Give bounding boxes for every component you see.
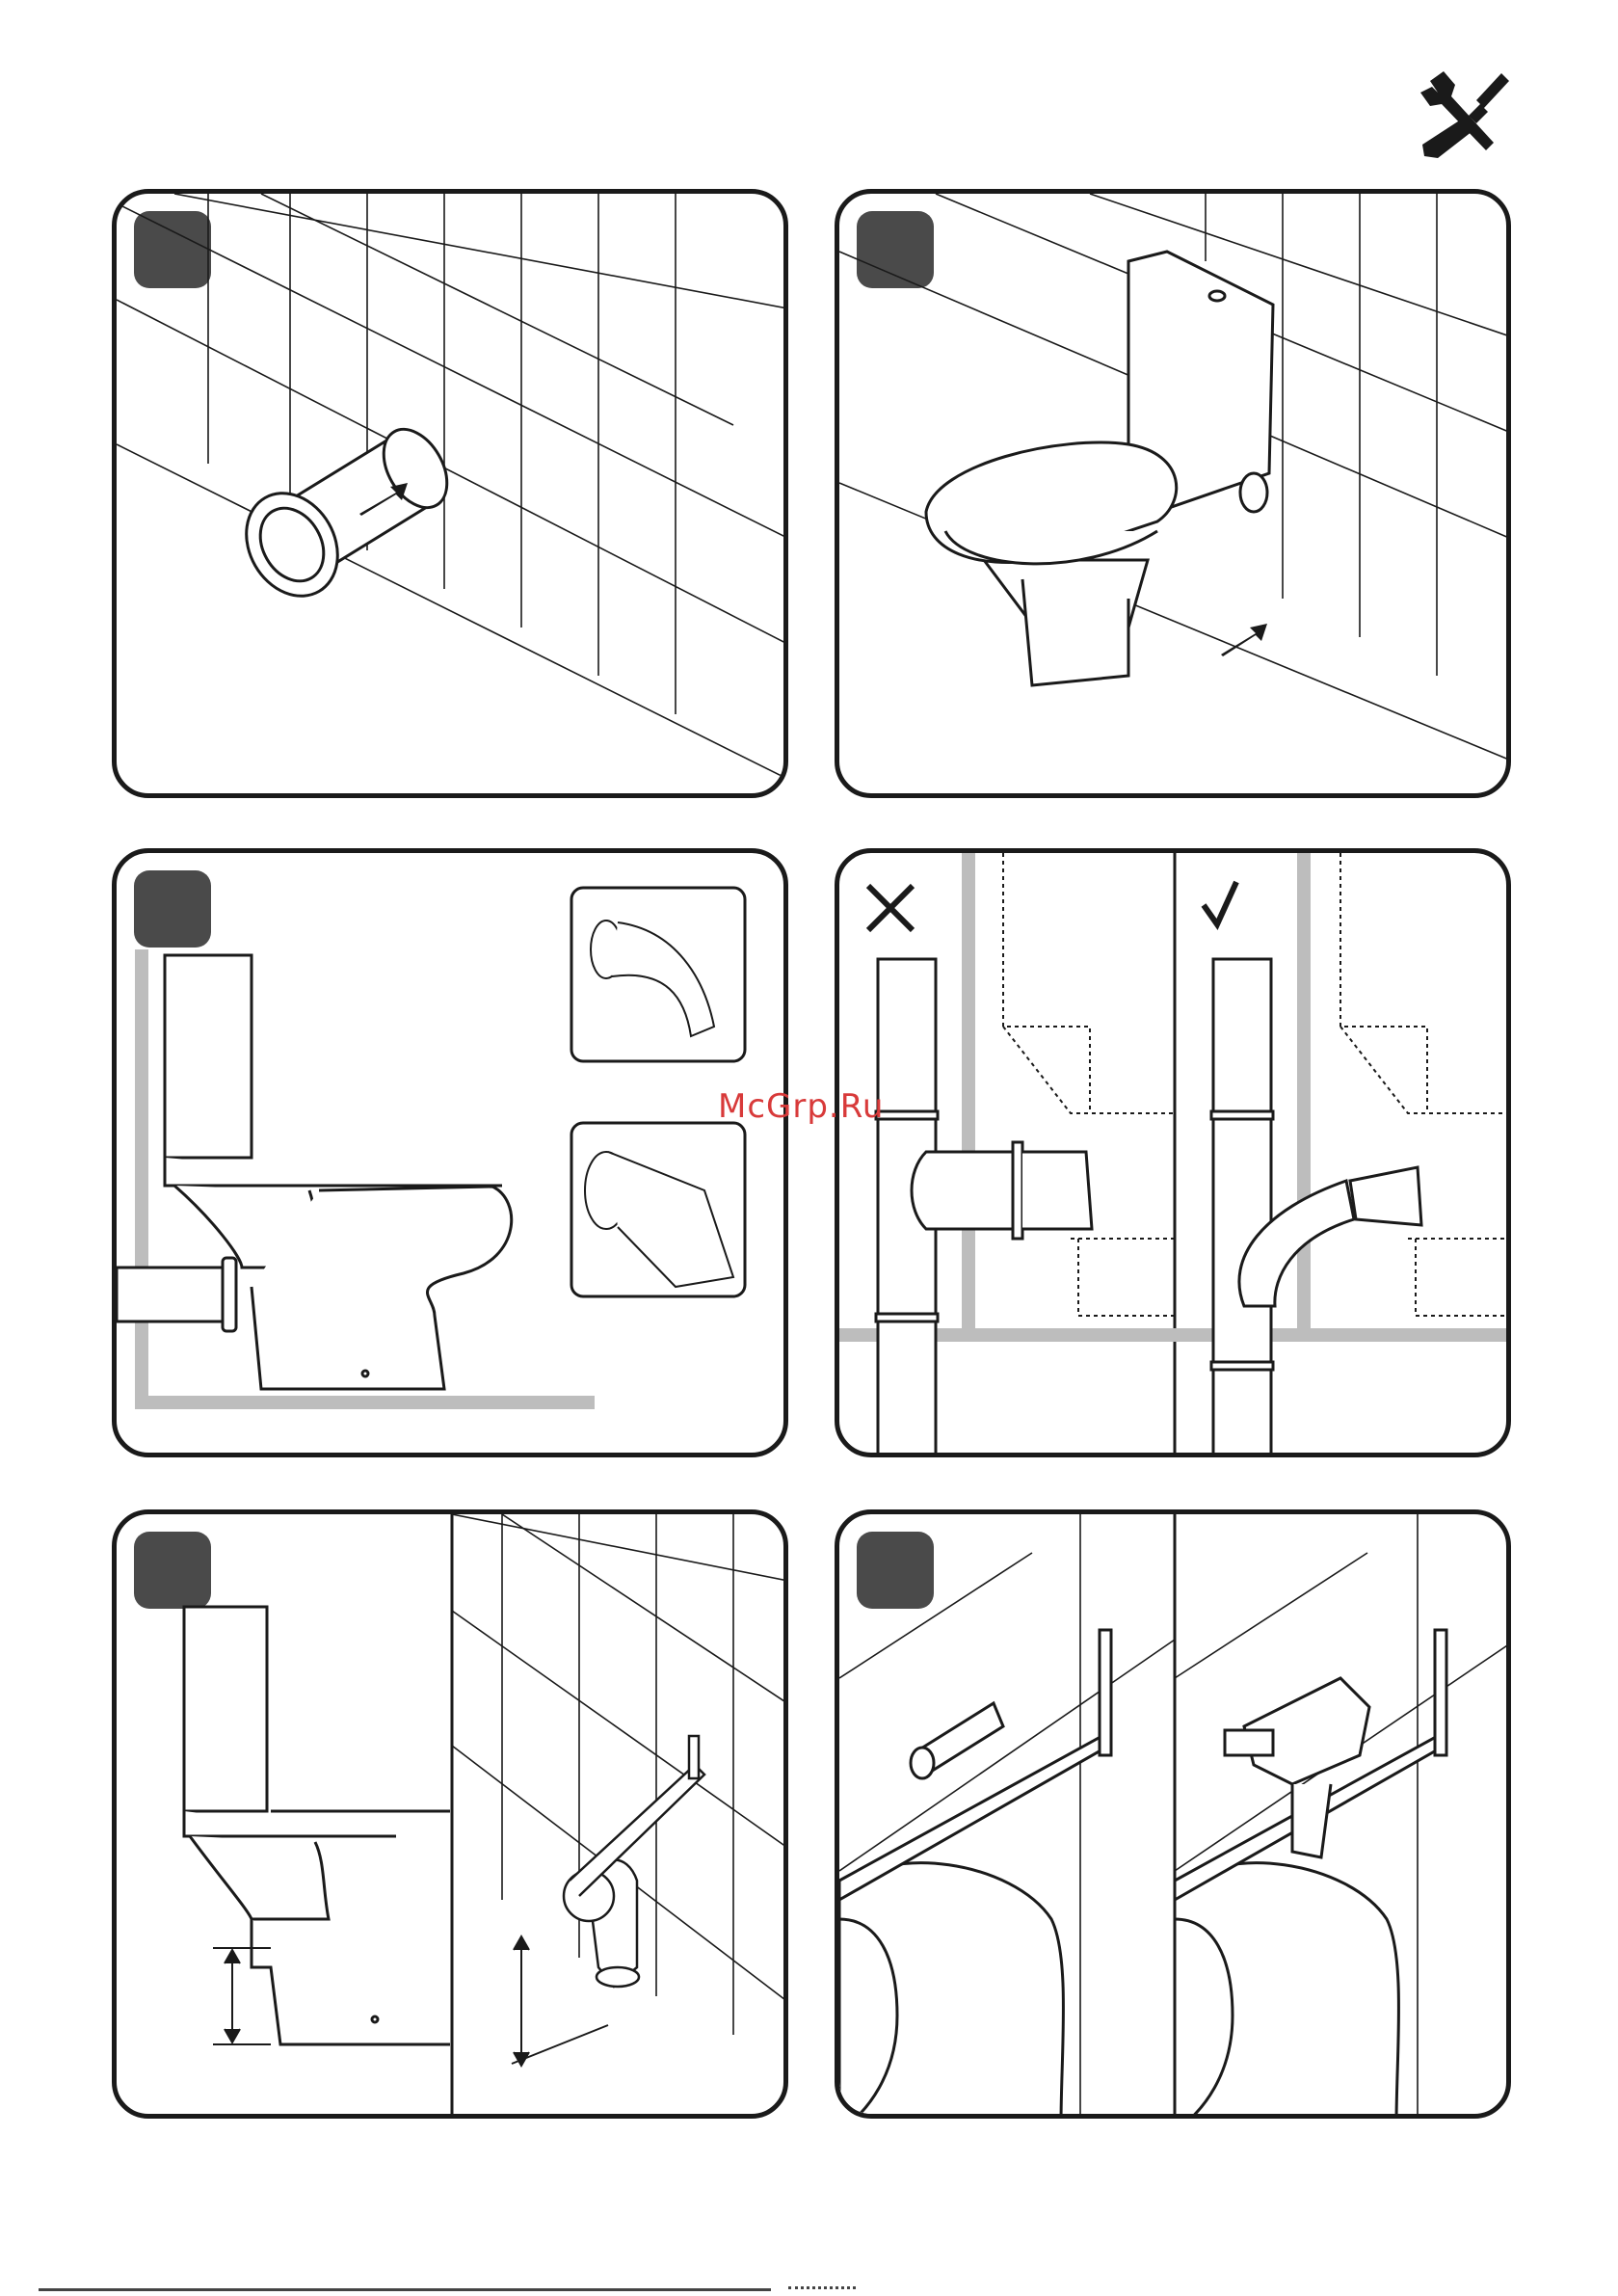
step-2-panel — [835, 189, 1511, 798]
pipe-height-measurement-icon — [117, 1514, 788, 2119]
step-5-panel — [112, 1509, 788, 2119]
watermark: McGrp.Ru — [718, 1087, 884, 1126]
footer-mark — [788, 2286, 856, 2292]
step-4-panel — [835, 848, 1511, 1457]
toilet-side-view-with-connector-options-icon — [117, 853, 788, 1457]
step-6-panel — [835, 1509, 1511, 2119]
step-3-panel — [112, 848, 788, 1457]
footer-divider — [39, 2288, 771, 2291]
drain-pipe-through-wall-icon — [117, 194, 788, 798]
step-1-panel — [112, 189, 788, 798]
wrench-screwdriver-icon — [1417, 64, 1513, 160]
bracket-wall-anchor-drill-icon — [839, 1514, 1511, 2119]
toilet-installed-icon — [839, 194, 1511, 798]
wrong-vs-correct-connection-icon — [839, 853, 1511, 1457]
